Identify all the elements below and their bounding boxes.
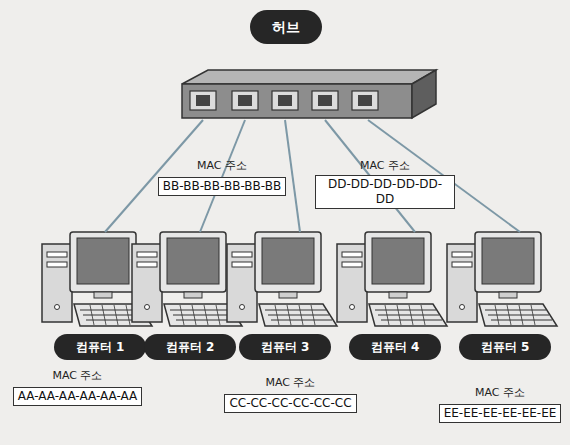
address-heading: MAC 주소 bbox=[5, 368, 150, 383]
computer-art bbox=[337, 232, 447, 326]
address-box: MAC 주소 EE-EE-EE-EE-EE-EE bbox=[430, 385, 570, 425]
computer-label: 컴퓨터 3 bbox=[239, 334, 331, 360]
computer-art bbox=[132, 232, 242, 326]
computer-node: 컴퓨터 4 bbox=[335, 232, 455, 362]
computer-label: 컴퓨터 1 bbox=[54, 334, 146, 360]
mac-address: CC-CC-CC-CC-CC-CC bbox=[224, 394, 356, 413]
computer-node: 컴퓨터 5 bbox=[445, 232, 565, 362]
network-cable bbox=[285, 120, 300, 232]
address-box: MAC 주소 CC-CC-CC-CC-CC-CC bbox=[218, 375, 363, 415]
computer-node: 컴퓨터 2 bbox=[130, 232, 250, 362]
computer-node: 컴퓨터 1 bbox=[40, 232, 160, 362]
hub-device bbox=[182, 70, 436, 118]
hub-node: 허브 bbox=[170, 8, 440, 120]
address-box: MAC 주소 AA-AA-AA-AA-AA-AA bbox=[5, 368, 150, 408]
computer-label: 컴퓨터 2 bbox=[144, 334, 236, 360]
address-heading: MAC 주소 bbox=[315, 158, 455, 173]
network-cable bbox=[200, 120, 245, 232]
address-box: MAC 주소 BB-BB-BB-BB-BB-BB bbox=[152, 158, 292, 198]
computer-art bbox=[447, 232, 557, 326]
address-heading: MAC 주소 bbox=[218, 375, 363, 390]
address-box: MAC 주소DD-DD-DD-DD-DD-DD bbox=[315, 158, 455, 198]
address-heading: MAC 주소 bbox=[152, 158, 292, 173]
computer-art bbox=[227, 232, 337, 326]
mac-address: DD-DD-DD-DD-DD-DD bbox=[315, 175, 455, 209]
mac-address: AA-AA-AA-AA-AA-AA bbox=[13, 387, 143, 406]
hub-title: 허브 bbox=[250, 10, 322, 44]
mac-address: EE-EE-EE-EE-EE-EE bbox=[439, 404, 562, 423]
mac-address: BB-BB-BB-BB-BB-BB bbox=[158, 177, 286, 196]
computer-label: 컴퓨터 4 bbox=[349, 334, 441, 360]
address-heading: MAC 주소 bbox=[430, 385, 570, 400]
computer-label: 컴퓨터 5 bbox=[459, 334, 551, 360]
computer-node: 컴퓨터 3 bbox=[225, 232, 345, 362]
network-cable bbox=[105, 120, 203, 232]
